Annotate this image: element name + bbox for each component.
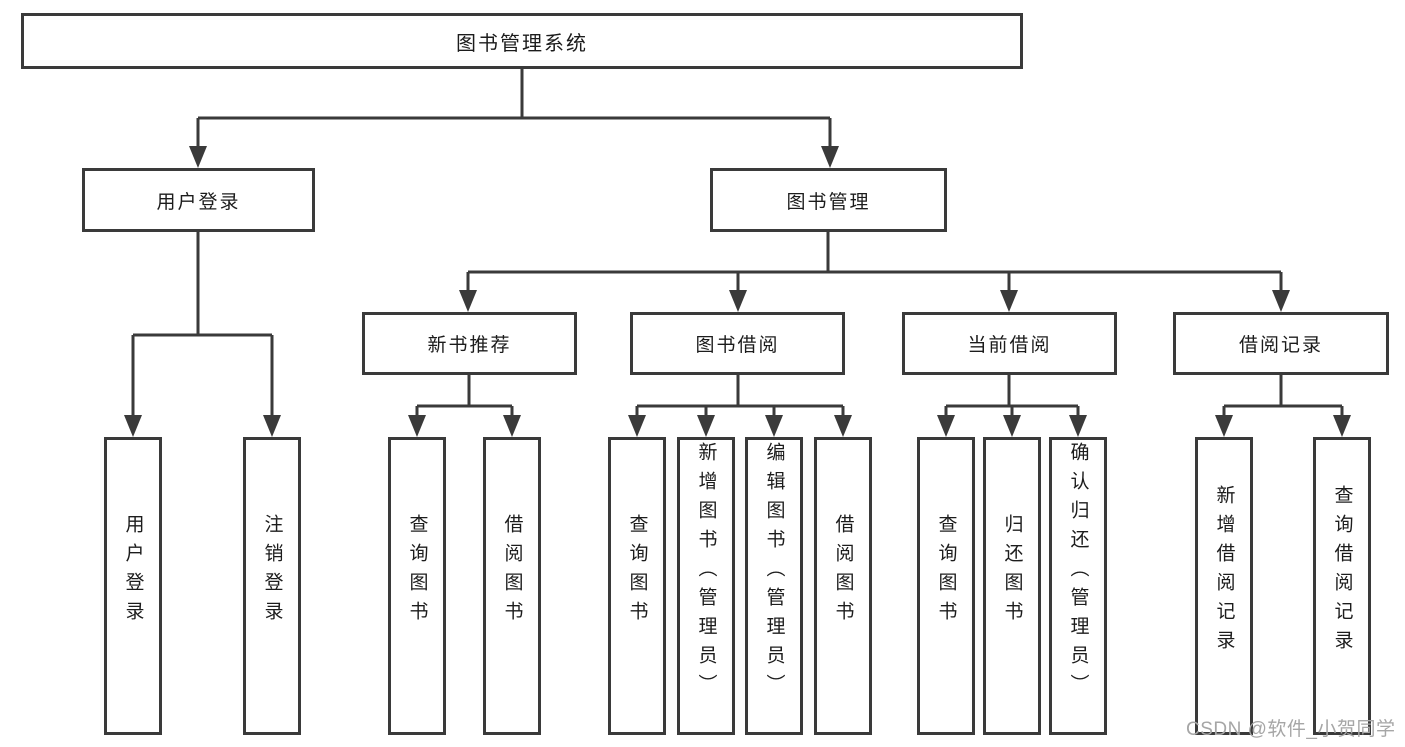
node-current-borrowing: 当前借阅 [902,312,1117,375]
node-label: 用户登录 [156,191,241,213]
node-label: 编辑图书（管理员） [763,441,785,703]
arrowhead [408,415,426,437]
node-label: 查询借阅记录 [1331,485,1353,659]
arrowhead [729,290,747,312]
leaf-add-books-admin: 新增图书（管理员） [677,437,735,735]
arrowhead [937,415,955,437]
node-book-borrowing: 图书借阅 [630,312,845,375]
leaf-edit-books-admin: 编辑图书（管理员） [745,437,803,735]
node-label: 查询图书 [626,514,648,630]
node-label: 新增借阅记录 [1213,485,1235,659]
node-label: 图书借阅 [695,335,780,356]
node-label: 确认归还（管理员） [1067,441,1089,703]
connector-borrowing-records [1222,375,1344,419]
leaf-confirm-return-admin: 确认归还（管理员） [1049,437,1107,735]
connector-root [196,69,832,150]
arrowhead [1215,415,1233,437]
connector-current-borrowing [944,375,1080,419]
node-label: 图书管理 [786,191,871,213]
node-borrowing-records: 借阅记录 [1173,312,1389,375]
node-library-management-system: 图书管理系统 [21,13,1023,69]
node-label: 当前借阅 [967,335,1052,356]
node-label: 借阅图书 [501,514,523,630]
node-label: 用户登录 [122,514,144,630]
connector-new-book-recommendation [415,375,514,419]
arrowhead [765,415,783,437]
leaf-return-books: 归还图书 [983,437,1041,735]
node-label: 注销登录 [261,514,283,630]
node-new-book-recommendation: 新书推荐 [362,312,577,375]
node-label: 图书管理系统 [456,32,588,55]
leaf-query-borrow-record: 查询借阅记录 [1313,437,1371,735]
leaf-borrow-books-borrowing: 借阅图书 [814,437,872,735]
arrowhead [1000,290,1018,312]
arrowhead [1272,290,1290,312]
leaf-query-books-recommend: 查询图书 [388,437,446,735]
arrowhead [821,146,839,168]
connector-user-login [131,232,274,419]
leaf-query-books-borrowing: 查询图书 [608,437,666,735]
arrowhead [503,415,521,437]
arrowhead [834,415,852,437]
arrowhead [189,146,207,168]
arrowhead [1003,415,1021,437]
connector-book-management [466,232,1283,294]
node-label: 查询图书 [935,514,957,630]
node-label: 借阅图书 [832,514,854,630]
leaf-logout: 注销登录 [243,437,301,735]
node-label: 新增图书（管理员） [695,441,717,703]
arrowhead [1069,415,1087,437]
arrowhead [628,415,646,437]
watermark: CSDN @软件_小贺同学 [1186,719,1396,740]
node-label: 新书推荐 [427,335,512,356]
leaf-add-borrow-record: 新增借阅记录 [1195,437,1253,735]
arrowhead [459,290,477,312]
connector-book-borrowing [635,375,845,419]
arrowhead [263,415,281,437]
leaf-borrow-books-recommend: 借阅图书 [483,437,541,735]
leaf-user-login: 用户登录 [104,437,162,735]
leaf-query-books-current: 查询图书 [917,437,975,735]
arrowhead [1333,415,1351,437]
arrowhead [124,415,142,437]
node-book-management: 图书管理 [710,168,947,232]
node-label: 归还图书 [1001,514,1023,630]
node-label: 查询图书 [406,514,428,630]
node-user-login: 用户登录 [82,168,315,232]
node-label: 借阅记录 [1238,335,1323,356]
arrowhead [697,415,715,437]
